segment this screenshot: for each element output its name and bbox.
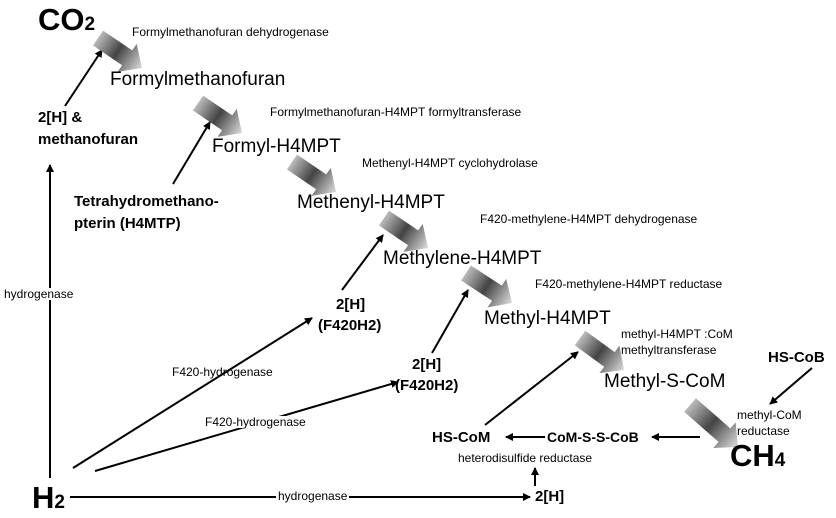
cofactor-f420h2-b-line1: 2[H] [412,356,442,373]
enzyme-heterodisulfide-reductase: heterodisulfide reductase [458,451,593,465]
compound-methyl-s-com: Methyl-S-CoM [604,371,726,392]
compound-methyl-h4mpt: Methyl-H4MPT [484,308,611,329]
cofactor-h4mtp-line2: pterin (H4MTP) [74,215,181,232]
cofactor-f420h2-b-line2: (F420H2) [395,377,459,394]
compound-formylmethanofuran: Formylmethanofuran [110,69,286,90]
reaction-arrow [172,121,211,185]
enzyme-methylene-reductase: F420-methylene-H4MPT reductase [535,277,723,291]
compound-h2: H2 [32,480,65,515]
enzyme-f420-hydrogenase-1: F420-hydrogenase [172,365,273,379]
enzyme-methyl-com-reductase-line1: methyl-CoM [737,408,802,422]
pathway-step-arrow [461,265,512,308]
cofactor-f420h2-a-line1: 2[H] [336,296,366,313]
cofactor-hs-cob: HS-CoB [768,349,825,366]
enzyme-formyltransferase: Formylmethanofuran-H4MPT formyltransfera… [270,105,522,119]
compound-co2: CO2 [38,2,96,37]
pathway-step-arrow [92,30,142,72]
cofactor-hs-com: HS-CoM [432,429,491,446]
reaction-arrow [64,49,103,107]
enzyme-formylmethanofuran-dehydrogenase: Formylmethanofuran dehydrogenase [132,25,329,39]
pathway-step-arrow [192,95,242,137]
enzyme-methyl-com-reductase-line2: reductase [737,424,790,438]
enzyme-methyltransferase-line1: methyl-H4MPT :CoM [621,327,733,341]
enzyme-hydrogenase-left: hydrogenase [4,287,74,301]
reaction-arrow [341,234,384,291]
reaction-arrow [431,289,469,354]
pathway-step-arrow [286,154,336,196]
cofactor-2h-methanofuran-line2: methanofuran [38,131,139,148]
compound-ch4: CH4 [730,438,786,473]
cofactor-f420h2-a-line2: (F420H2) [318,317,382,334]
pathway-step-arrow [378,210,428,252]
reaction-arrow [484,351,579,426]
compound-formyl-h4mpt: Formyl-H4MPT [212,136,341,157]
enzyme-methylene-dehydrogenase: F420-methylene-H4MPT dehydrogenase [480,212,698,226]
compound-methylene-h4mpt: Methylene-H4MPT [383,248,542,269]
cofactor-2h-bottom: 2[H] [535,488,565,505]
reaction-arrow [72,317,313,469]
reaction-arrow [769,367,813,405]
enzyme-cyclohydrolase: Methenyl-H4MPT cyclohydrolase [362,156,538,170]
cofactor-com-s-s-cob: CoM-S-S-CoB [547,429,639,445]
cofactor-h4mtp-line1: Tetrahydromethano- [74,193,219,210]
enzyme-methyltransferase-line2: methyltransferase [621,343,717,357]
cofactor-2h-methanofuran-line1: 2[H] & [38,109,83,126]
enzyme-f420-hydrogenase-2: F420-hydrogenase [205,415,306,429]
enzyme-hydrogenase-bottom: hydrogenase [276,489,350,503]
pathway-step-arrow [574,330,624,374]
pathway-step-arrow [684,398,738,448]
compound-methenyl-h4mpt: Methenyl-H4MPT [297,192,445,213]
